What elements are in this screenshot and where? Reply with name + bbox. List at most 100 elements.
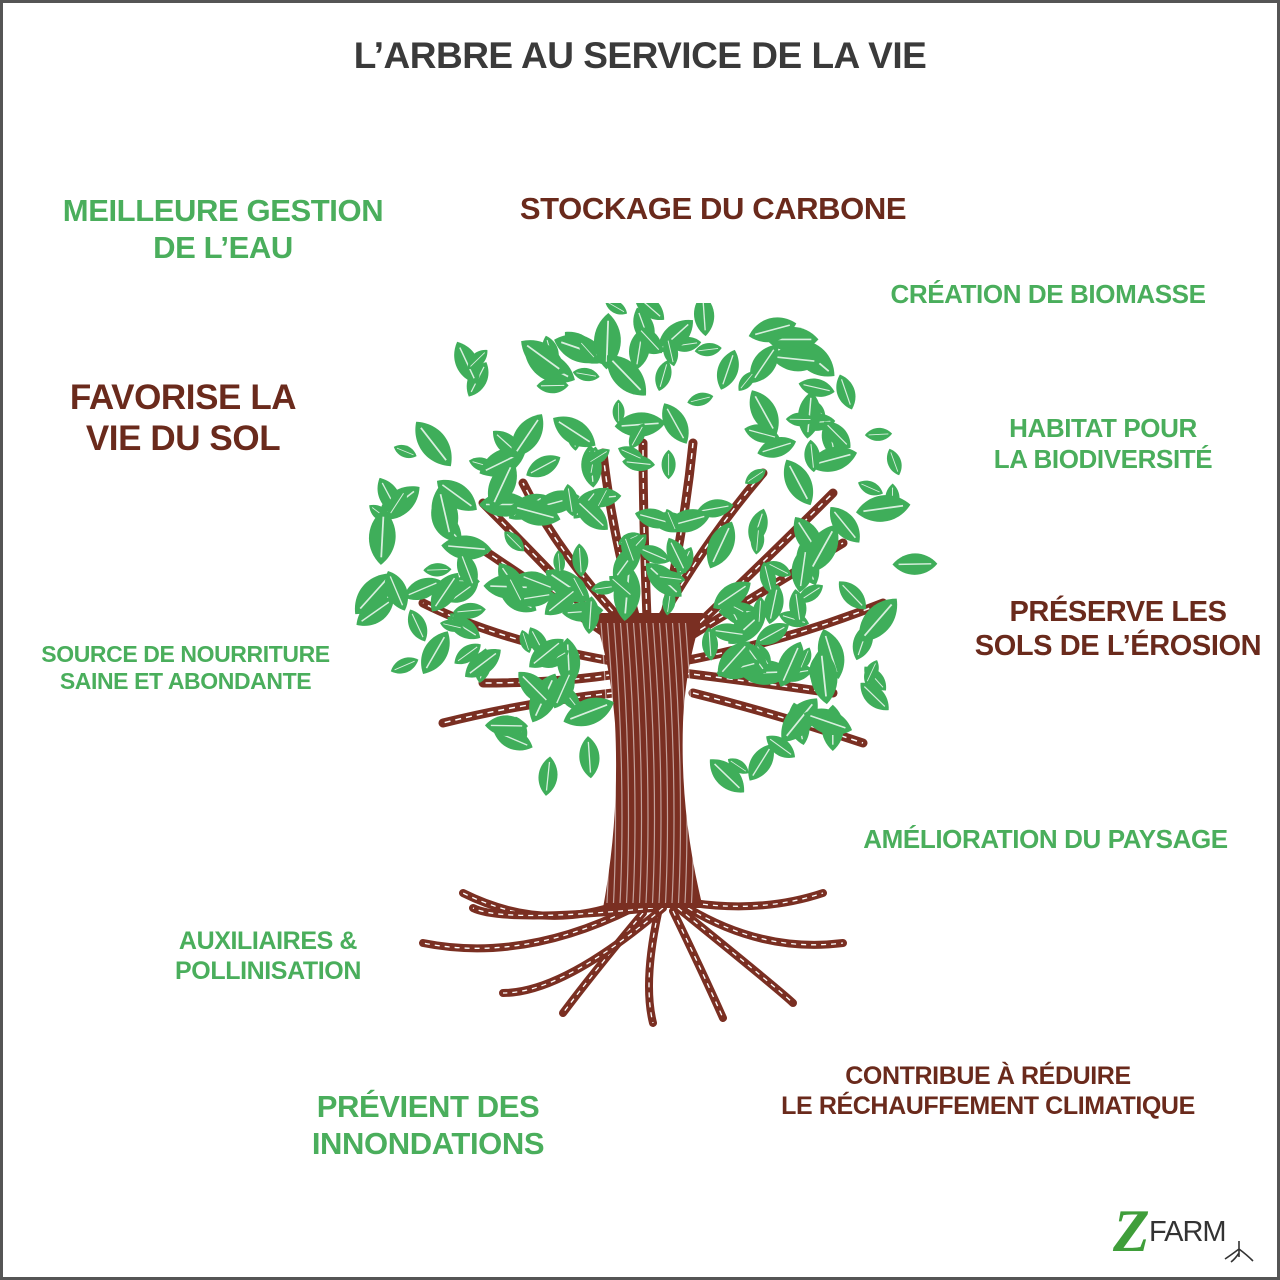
leaf bbox=[441, 535, 492, 560]
leaf bbox=[430, 572, 460, 612]
leaf bbox=[823, 421, 851, 449]
leaf bbox=[803, 708, 853, 736]
leaf-vein bbox=[698, 347, 719, 352]
leaf-vein bbox=[811, 530, 834, 567]
leaf-vein bbox=[621, 422, 659, 427]
leaf-vein bbox=[866, 663, 876, 682]
label-erosion: PRÉSERVE LES SOLS DE L’ÉROSION bbox=[974, 596, 1262, 663]
leaf bbox=[553, 416, 596, 447]
leaf-vein bbox=[803, 384, 830, 392]
leaf bbox=[423, 563, 452, 577]
leaf-vein bbox=[863, 504, 904, 513]
leaf bbox=[806, 524, 839, 574]
leaf-vein bbox=[782, 647, 799, 681]
branch-stripe bbox=[667, 492, 834, 654]
leaf bbox=[587, 448, 610, 465]
label-pollination: AUXILIAIRES & POLLINISATION bbox=[175, 927, 361, 985]
leaf-vein bbox=[640, 514, 669, 523]
leaf bbox=[551, 669, 575, 709]
leaf bbox=[864, 427, 893, 441]
branch-stripe bbox=[422, 602, 624, 664]
logo-wordmark: FARM bbox=[1149, 1216, 1226, 1248]
leaf-vein bbox=[506, 533, 522, 549]
logo-roots-icon bbox=[1224, 1241, 1254, 1263]
leaf bbox=[783, 459, 814, 506]
leaf-vein bbox=[740, 373, 753, 389]
leaf bbox=[892, 553, 938, 575]
leaf bbox=[581, 596, 600, 634]
leaf bbox=[563, 697, 614, 727]
leaf-vein bbox=[702, 303, 706, 331]
trunk-grain-line bbox=[626, 622, 636, 904]
leaf-vein bbox=[578, 548, 582, 573]
leaf-vein bbox=[795, 593, 801, 620]
leaf bbox=[713, 581, 751, 610]
leaf bbox=[804, 439, 820, 473]
trunk-grain-line bbox=[639, 622, 649, 904]
leaf-vein bbox=[411, 613, 424, 638]
leaf-vein bbox=[730, 760, 747, 772]
leaf bbox=[864, 660, 879, 685]
leaf-vein bbox=[607, 303, 625, 313]
leaf bbox=[710, 623, 748, 642]
leaf bbox=[727, 758, 749, 774]
leaf bbox=[763, 584, 784, 624]
label-food-source: SOURCE DE NOURRITURE SAINE ET ABONDANTE bbox=[41, 641, 330, 695]
trunk-grain-line bbox=[619, 622, 630, 904]
tree-illustration bbox=[354, 303, 938, 1027]
leaf-vein bbox=[708, 631, 712, 657]
leaf-vein bbox=[631, 426, 643, 446]
leaf-vein bbox=[712, 527, 730, 563]
leaf-vein bbox=[670, 542, 685, 569]
leaf bbox=[810, 648, 838, 705]
leaf-vein bbox=[533, 642, 560, 665]
leaf-vein bbox=[573, 577, 584, 597]
leaf bbox=[393, 444, 417, 459]
leaf bbox=[687, 392, 714, 407]
leaf-vein bbox=[807, 397, 812, 433]
label-landscape: AMÉLIORATION DU PAYSAGE bbox=[863, 824, 1228, 854]
leaf bbox=[694, 303, 715, 337]
leaf bbox=[777, 641, 805, 687]
leaf bbox=[614, 412, 666, 437]
leaf bbox=[661, 449, 676, 480]
leaf bbox=[421, 631, 450, 674]
leaf-vein bbox=[769, 589, 778, 619]
leaf bbox=[454, 643, 481, 665]
leaf-vein bbox=[611, 360, 642, 391]
leaf bbox=[759, 561, 777, 594]
leaf bbox=[666, 537, 689, 574]
label-carbon-storage: STOCKAGE DU CARBONE bbox=[519, 191, 907, 226]
leaf-vein bbox=[800, 650, 809, 668]
trunk-grain-line bbox=[652, 622, 662, 904]
leaf-vein bbox=[721, 645, 746, 673]
leaf bbox=[709, 759, 745, 793]
leaf bbox=[579, 736, 600, 779]
leaf-vein bbox=[717, 585, 746, 606]
leaf bbox=[745, 468, 766, 485]
leaf bbox=[504, 531, 525, 552]
leaf-vein bbox=[667, 340, 674, 363]
logo-z-mark: Z bbox=[1112, 1199, 1150, 1263]
leaf bbox=[717, 349, 739, 390]
leaf-vein bbox=[522, 675, 547, 701]
leaf-vein bbox=[769, 738, 792, 755]
leaf bbox=[515, 587, 555, 607]
leaf-vein bbox=[777, 356, 815, 362]
leaf bbox=[452, 602, 486, 619]
leaf bbox=[487, 460, 517, 509]
leaf-vein bbox=[558, 421, 591, 443]
leaf-vein bbox=[420, 427, 447, 461]
leaf-vein bbox=[863, 686, 886, 707]
leaf bbox=[749, 390, 779, 435]
leaf bbox=[553, 550, 565, 575]
leaf bbox=[544, 587, 579, 616]
tree-leaves bbox=[354, 303, 938, 796]
leaf bbox=[595, 487, 610, 509]
leaf bbox=[387, 489, 407, 517]
root-stripe bbox=[677, 907, 794, 1004]
root-stripe bbox=[422, 907, 634, 949]
leaf-vein bbox=[390, 492, 404, 514]
leaf bbox=[467, 350, 488, 369]
